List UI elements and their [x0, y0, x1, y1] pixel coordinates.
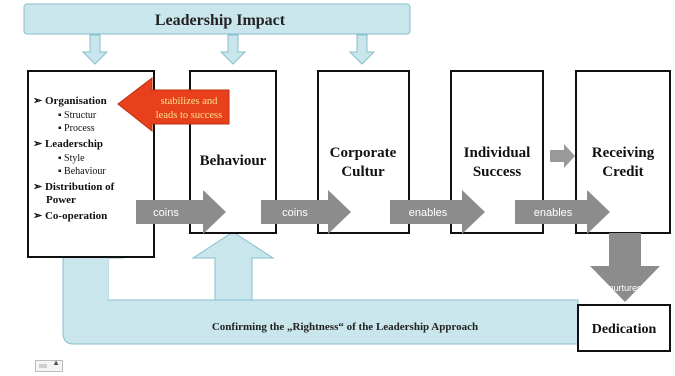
list-subitem-label: Structur — [64, 110, 97, 121]
coins-arrow-2 — [261, 190, 351, 234]
bullet-square-icon: ▪ — [58, 166, 64, 177]
list-item-leaderschip: ➢ Leaderschip — [33, 138, 103, 150]
list-item-label: Leaderschip — [45, 138, 103, 150]
corporate-label: Corporate — [330, 145, 397, 161]
success-label: Success — [473, 164, 521, 180]
list-item-label: Organisation — [45, 95, 107, 107]
down-arrow-icon — [348, 34, 376, 65]
bullet-square-icon: ▪ — [58, 153, 64, 164]
bullet-square-icon: ▪ — [58, 123, 64, 134]
list-item-organisation: ➢ Organisation — [33, 95, 107, 107]
bullet-square-icon: ▪ — [58, 110, 64, 121]
enables-label-1: enables — [409, 207, 448, 219]
list-item-co-operation: ➢ Co-operation — [33, 210, 107, 222]
list-item-distribution: ➢ Distribution of — [33, 181, 115, 193]
list-item-label: Co-operation — [45, 210, 107, 222]
leadership-impact-title: Leadership Impact — [155, 12, 286, 29]
stabilizes-callout-arrow — [117, 76, 230, 133]
leadership-impact-banner — [23, 3, 411, 35]
down-arrow-icon — [81, 34, 109, 65]
list-subitem: ▪ Style — [58, 153, 85, 164]
bullet-arrow-icon: ➢ — [33, 210, 45, 222]
cultur-label: Cultur — [341, 164, 385, 180]
list-subitem-label: Behaviour — [64, 166, 106, 177]
individual-label: Individual — [464, 145, 531, 161]
list-subitem: ▪ Behaviour — [58, 166, 106, 177]
coins-label-2: coins — [282, 207, 308, 219]
coins-arrow-1 — [136, 190, 226, 234]
nurtures-arrow — [590, 233, 660, 302]
enables-label-2: enables — [534, 207, 573, 219]
list-subitem-label: Process — [64, 123, 95, 134]
list-item-label: Distribution of — [45, 181, 115, 193]
bullet-arrow-icon: ➢ — [33, 138, 45, 150]
down-arrow-icon — [219, 34, 247, 65]
organisation-list: ➢ Organisation ▪ Structur ▪ Process ➢ Le… — [33, 95, 115, 222]
credit-label: Credit — [602, 164, 643, 180]
coins-label-1: coins — [153, 207, 179, 219]
list-item-power: Power — [46, 194, 76, 206]
dedication-label: Dedication — [592, 322, 657, 337]
callout-line-1: stabilizes and — [161, 96, 219, 107]
feedback-arrow-fill — [76, 258, 108, 300]
nurtures-label: nurtures — [608, 283, 642, 293]
enables-arrow-2 — [515, 190, 610, 234]
feedback-arrow-branch — [191, 231, 275, 301]
enables-arrow-1 — [390, 190, 485, 234]
small-right-arrow-icon — [550, 144, 575, 168]
receiving-label: Receiving — [592, 145, 655, 161]
list-subitem-label: Style — [64, 153, 85, 164]
callout-line-2: leads to success — [156, 110, 222, 121]
image-toolbar-icon[interactable] — [35, 358, 63, 372]
dedication-box — [577, 304, 671, 352]
list-subitem: ▪ Process — [58, 123, 95, 134]
feedback-label: Confirming the „Rightness“ of the Leader… — [212, 321, 478, 333]
bullet-arrow-icon: ➢ — [33, 95, 45, 107]
list-subitem: ▪ Structur — [58, 110, 97, 121]
behaviour-label: Behaviour — [200, 153, 267, 169]
bullet-arrow-icon: ➢ — [33, 181, 45, 193]
